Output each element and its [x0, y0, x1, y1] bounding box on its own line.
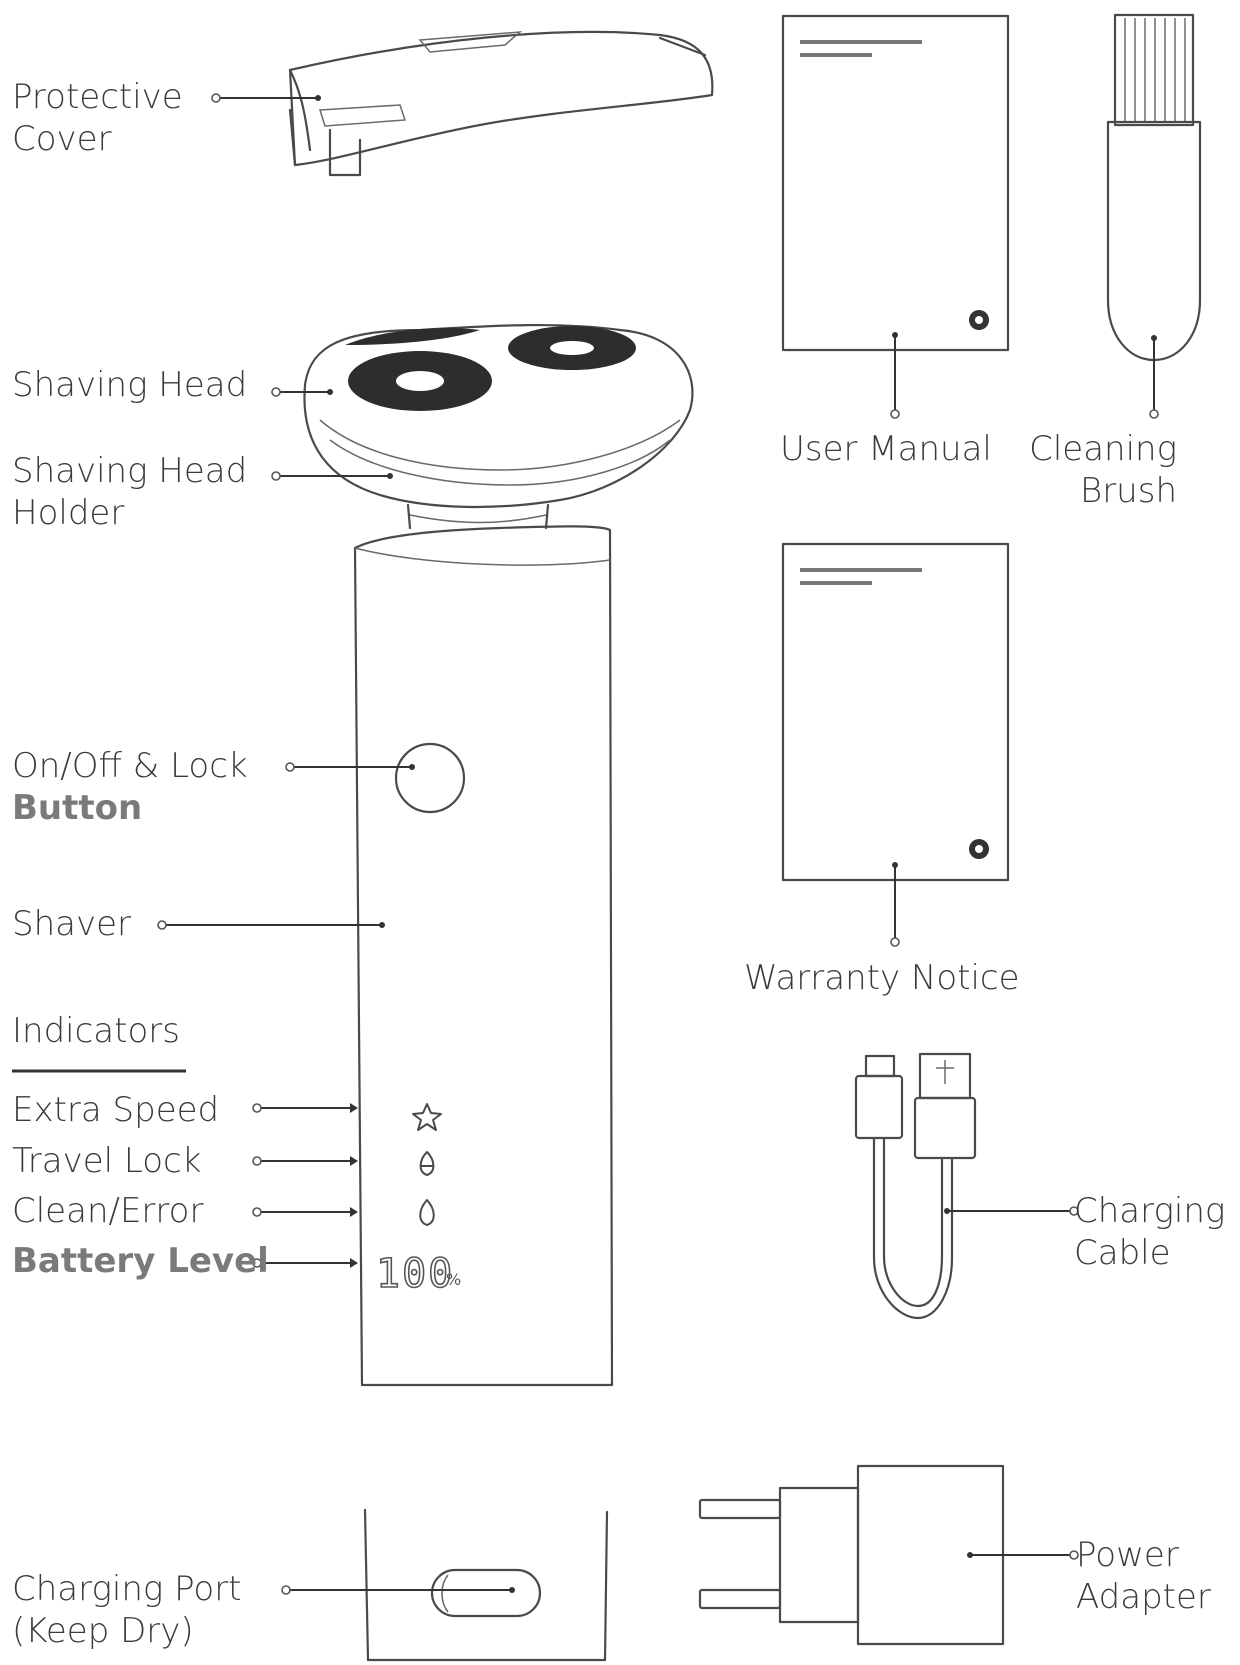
- charging-cable-drawing: [854, 1052, 977, 1320]
- label-travel-lock: Travel Lock: [12, 1141, 202, 1181]
- label-cleaning-brush: Cleaning Brush: [1029, 429, 1177, 511]
- label-charging-cable: Charging Cable: [1074, 1191, 1226, 1273]
- label-user-manual: User Manual: [780, 429, 992, 469]
- battery-unit: %: [446, 1270, 461, 1289]
- shaver-body-drawing: [353, 525, 614, 1387]
- shaving-head-drawing: [303, 323, 694, 530]
- user-manual-drawing: [781, 14, 1010, 352]
- label-battery-level: Battery Level: [12, 1241, 269, 1281]
- power-button-circle: [394, 742, 466, 814]
- label-shaver: Shaver: [12, 904, 131, 944]
- label-on-off-lock-button: On/Off & Lock Button: [12, 746, 248, 828]
- label-shaving-head-holder: Shaving Head Holder: [12, 451, 248, 533]
- label-warranty-notice: Warranty Notice: [744, 958, 1020, 998]
- label-protective-cover: Protective Cover: [12, 77, 183, 159]
- label-indicators-heading: Indicators: [12, 1011, 180, 1051]
- charging-port-drawing: [363, 1508, 609, 1662]
- cleaning-brush-drawing: [1106, 13, 1202, 362]
- battery-readout: 100: [376, 1251, 454, 1297]
- label-clean-error: Clean/Error: [12, 1191, 204, 1231]
- power-adapter-drawing: [698, 1464, 1005, 1646]
- label-extra-speed: Extra Speed: [12, 1090, 220, 1130]
- lock-drop-icon: [419, 1151, 435, 1176]
- protective-cover-drawing: [288, 30, 714, 177]
- warranty-notice-drawing: [781, 542, 1010, 882]
- label-shaving-head: Shaving Head: [12, 365, 248, 405]
- label-charging-port: Charging Port (Keep Dry): [12, 1569, 242, 1651]
- leader-lines: [12, 93, 1159, 1595]
- label-power-adapter: Power Adapter: [1076, 1535, 1211, 1617]
- drop-icon: [419, 1199, 435, 1226]
- star-icon: [412, 1103, 442, 1131]
